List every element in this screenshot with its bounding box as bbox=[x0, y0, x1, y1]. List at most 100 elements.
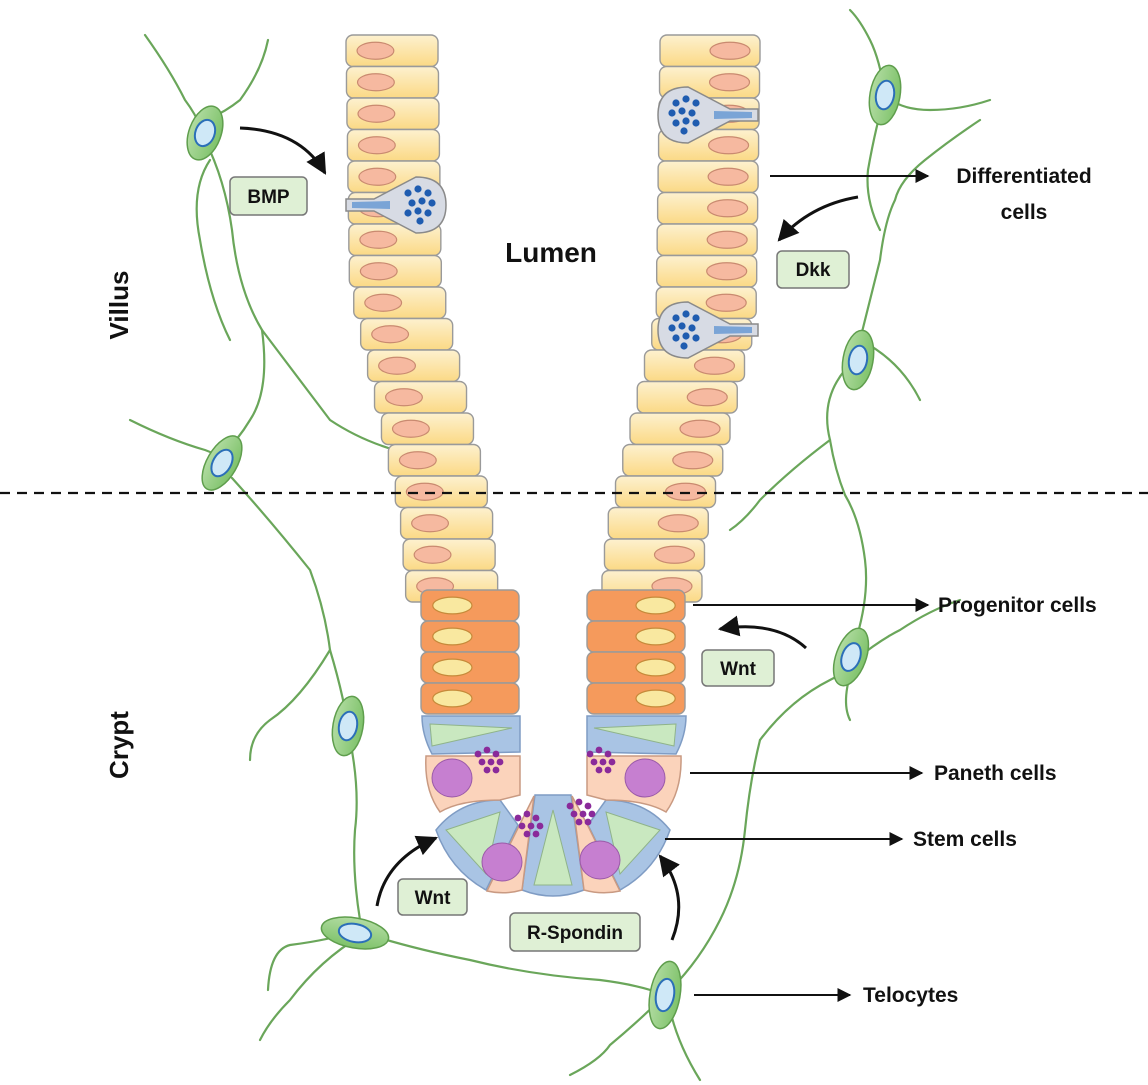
paneth-granule-0 bbox=[515, 815, 522, 822]
cell-nucleus bbox=[658, 515, 698, 532]
cell-nucleus bbox=[636, 659, 675, 676]
paneth-granule-6 bbox=[484, 767, 491, 774]
wnt-right-signal: Wnt bbox=[702, 650, 774, 686]
telocyte-fiber-0 bbox=[145, 35, 264, 455]
telocyte-7 bbox=[865, 63, 905, 127]
paneth-granule-1 bbox=[484, 747, 491, 754]
villus-label: Villus bbox=[104, 271, 134, 340]
wnt-right-label: Wnt bbox=[720, 659, 757, 680]
epithelium bbox=[346, 35, 760, 896]
goblet-granule-6 bbox=[672, 119, 679, 126]
paneth-nucleus bbox=[580, 841, 620, 879]
telocyte-fiber-24 bbox=[730, 440, 830, 530]
goblet-granule-1 bbox=[682, 95, 689, 102]
goblet-granule-5 bbox=[408, 199, 415, 206]
crypt-label: Crypt bbox=[104, 711, 134, 779]
goblet-neck bbox=[352, 201, 390, 209]
goblet-granule-9 bbox=[416, 217, 423, 224]
cell-nucleus bbox=[358, 105, 395, 122]
goblet-neck bbox=[714, 111, 752, 119]
goblet-granule-7 bbox=[682, 332, 689, 339]
cell-nucleus bbox=[393, 420, 430, 437]
left-progenitor-cell-3 bbox=[421, 683, 519, 714]
paneth-granule-3 bbox=[519, 823, 526, 830]
goblet-granule-0 bbox=[424, 189, 431, 196]
cell-nucleus bbox=[360, 263, 397, 280]
paneth-nucleus bbox=[625, 759, 665, 797]
telocyte-fiber-7 bbox=[250, 650, 330, 760]
cell-nucleus bbox=[708, 200, 748, 217]
goblet-granule-0 bbox=[672, 99, 679, 106]
goblet-granule-3 bbox=[668, 109, 675, 116]
paneth-granule-5 bbox=[497, 759, 504, 766]
cell-nucleus bbox=[357, 42, 394, 59]
left-progenitor-cell-2 bbox=[421, 652, 519, 683]
cell-nucleus bbox=[636, 597, 675, 614]
cell-nucleus bbox=[433, 690, 472, 707]
telocyte-fiber-19 bbox=[860, 120, 980, 340]
wnt-left-signal: Wnt bbox=[398, 879, 467, 915]
right-differentiated-cell-4 bbox=[658, 161, 758, 193]
cell-nucleus bbox=[636, 690, 675, 707]
paneth-granule-6 bbox=[596, 767, 603, 774]
cell-nucleus bbox=[406, 483, 443, 500]
rspondin-signal: R-Spondin bbox=[510, 913, 640, 951]
cell-nucleus bbox=[358, 74, 395, 91]
telocytes-label: Telocytes bbox=[863, 984, 958, 1007]
cell-nucleus bbox=[710, 42, 750, 59]
right-differentiated-cell-7 bbox=[657, 256, 757, 288]
right-differentiated-cell-5 bbox=[658, 193, 758, 225]
left-differentiated-cell-14 bbox=[395, 476, 487, 508]
paneth-granule-7 bbox=[585, 819, 592, 826]
goblet-granule-8 bbox=[692, 119, 699, 126]
left-differentiated-cell-13 bbox=[388, 445, 480, 477]
goblet-granule-2 bbox=[692, 99, 699, 106]
cell-nucleus bbox=[707, 263, 747, 280]
left-differentiated-cell-9 bbox=[361, 319, 453, 351]
cell-nucleus bbox=[708, 168, 748, 185]
cell-nucleus bbox=[365, 294, 402, 311]
goblet-granule-4 bbox=[678, 322, 685, 329]
paneth-granule-4 bbox=[600, 759, 607, 766]
paneth-cell-right-top bbox=[587, 747, 681, 812]
telocyte-fiber-21 bbox=[885, 95, 990, 110]
left-differentiated-cell-15 bbox=[401, 508, 493, 540]
cell-nucleus bbox=[379, 357, 416, 374]
stem-label: Stem cells bbox=[913, 828, 1017, 851]
paneth-granule-2 bbox=[493, 751, 500, 758]
paneth-granule-4 bbox=[580, 811, 587, 818]
paneth-granule-2 bbox=[533, 815, 540, 822]
right-progenitor-cell-0 bbox=[587, 590, 685, 621]
telocyte-fiber-2 bbox=[197, 160, 230, 340]
cell-nucleus bbox=[707, 231, 747, 248]
telocyte-fiber-17 bbox=[830, 440, 866, 652]
paneth-granule-0 bbox=[587, 751, 594, 758]
left-differentiated-cell-12 bbox=[381, 413, 473, 445]
goblet-granule-5 bbox=[688, 324, 695, 331]
goblet-granule-9 bbox=[680, 127, 687, 134]
rspondin-label: R-Spondin bbox=[527, 923, 623, 944]
right-differentiated-cell-16 bbox=[604, 539, 704, 571]
paneth-nucleus bbox=[432, 759, 472, 797]
paneth-granule-1 bbox=[596, 747, 603, 754]
telocyte-fiber-9 bbox=[260, 935, 362, 1040]
telocyte-2 bbox=[328, 694, 368, 758]
paneth-granule-1 bbox=[524, 811, 531, 818]
telocyte-fiber-4 bbox=[232, 478, 350, 740]
paneth-granule-2 bbox=[605, 751, 612, 758]
telocyte-3 bbox=[319, 912, 391, 953]
dkk-arrow bbox=[779, 197, 858, 240]
paneth-granule-0 bbox=[475, 751, 482, 758]
bmp-signal: BMP bbox=[230, 177, 307, 215]
goblet-granule-3 bbox=[428, 199, 435, 206]
goblet-granule-1 bbox=[682, 310, 689, 317]
goblet-neck bbox=[714, 326, 752, 334]
goblet-granule-4 bbox=[418, 197, 425, 204]
goblet-granule-7 bbox=[414, 207, 421, 214]
goblet-granule-8 bbox=[404, 209, 411, 216]
telocyte-fiber-6 bbox=[350, 740, 360, 920]
paneth-nucleus bbox=[482, 843, 522, 881]
telocyte-4 bbox=[644, 959, 685, 1031]
cell-nucleus bbox=[414, 546, 451, 563]
